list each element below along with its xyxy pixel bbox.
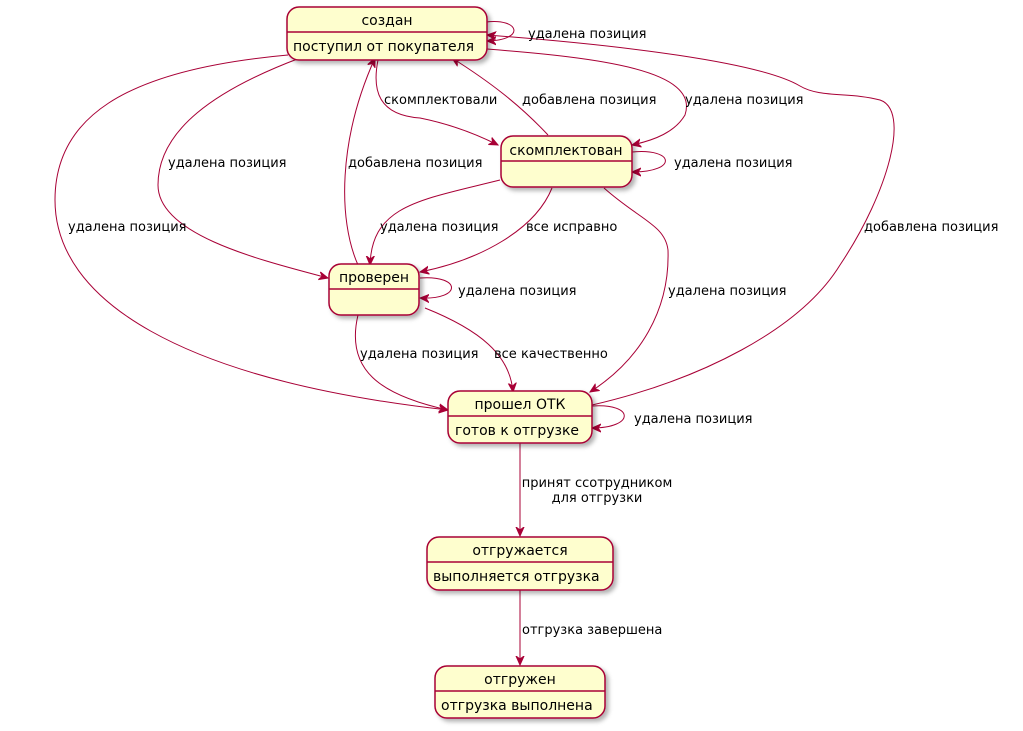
edge-checked-to-qc-2 [424,307,513,392]
label-qc-to-shipping-2: для отгрузки [552,491,643,506]
state-assembled: скомплектован [500,135,633,188]
edge-created-self [486,21,515,41]
label-created-self: удалена позиция [528,27,647,42]
state-qc-passed-description: готов к отгрузке [455,423,579,439]
state-qc-passed: прошел ОТК готов к отгрузке [447,390,593,444]
edge-qc-self [592,405,625,428]
label-shipping-to-shipped: отгрузка завершена [522,623,662,638]
label-assembled-to-created: добавлена позиция [522,93,656,108]
edges [54,21,895,665]
label-created-to-assembled-2: удалена позиция [685,93,804,108]
state-created-description: поступил от покупателя [293,39,474,55]
edge-created-to-assembled [375,59,498,145]
edge-assembled-self [632,151,666,172]
label-assembled-to-checked-2: все исправно [526,220,617,235]
edge-assembled-to-checked-1 [370,179,501,265]
label-checked-to-created: добавлена позиция [348,156,482,171]
state-shipped-name: отгружен [484,672,556,688]
label-checked-to-qc-1: удалена позиция [360,347,479,362]
edge-created-to-qc [54,54,448,410]
edge-assembled-to-qc [590,187,669,392]
state-created-name: создан [361,13,412,29]
state-assembled-name: скомплектован [509,143,622,159]
edge-assembled-to-created [452,58,549,136]
state-shipping: отгружается выполняется отгрузка [426,536,614,591]
edge-checked-self [420,277,452,298]
edge-qc-to-created [487,35,895,406]
state-shipping-description: выполняется отгрузка [433,569,600,585]
label-created-to-assembled: скомплектовали [384,93,497,108]
state-shipped: отгружен отгрузка выполнена [434,665,606,719]
edge-checked-to-qc-1 [354,314,448,410]
edge-created-to-assembled-2 [486,48,687,145]
label-assembled-self: удалена позиция [674,156,793,171]
state-shipping-name: отгружается [472,543,567,559]
label-qc-to-shipping-1: принят ссотрудником [522,476,673,491]
state-checked-name: проверен [339,270,409,286]
label-created-to-qc: удалена позиция [68,220,187,235]
state-created: создан поступил от покупателя [286,6,488,61]
edge-assembled-to-checked-2 [420,187,553,272]
state-qc-passed-name: прошел ОТК [475,397,566,413]
label-checked-to-qc-2: все качественно [494,347,608,362]
edge-labels: удалена позиция скомплектовали добавлена… [68,27,998,638]
state-shipped-description: отгрузка выполнена [441,698,593,714]
label-qc-to-created: добавлена позиция [864,220,998,235]
label-checked-self: удалена позиция [458,284,577,299]
label-qc-self: удалена позиция [634,412,753,427]
edge-checked-to-created [344,58,375,266]
label-created-to-checked: удалена позиция [168,156,287,171]
label-assembled-to-checked-1: удалена позиция [380,220,499,235]
label-assembled-to-qc: удалена позиция [668,284,787,299]
edge-created-to-checked [157,57,328,278]
state-checked: проверен [328,263,420,316]
